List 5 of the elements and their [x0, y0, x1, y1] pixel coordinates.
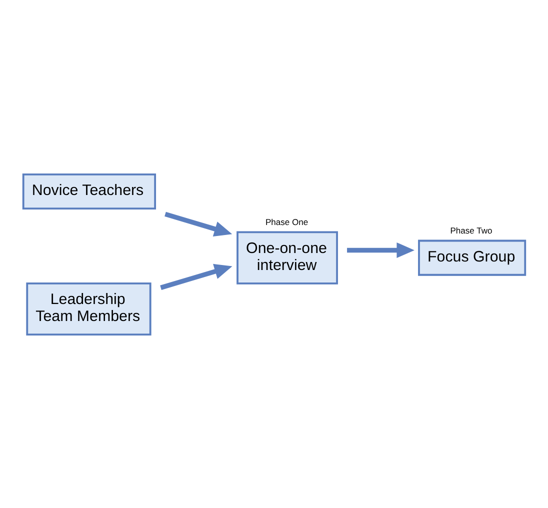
arrow	[160, 263, 232, 290]
arrow	[164, 211, 232, 236]
node-label: Phase One	[265, 216, 308, 226]
arrow	[347, 242, 414, 258]
node-label: Phase Two	[450, 224, 492, 235]
